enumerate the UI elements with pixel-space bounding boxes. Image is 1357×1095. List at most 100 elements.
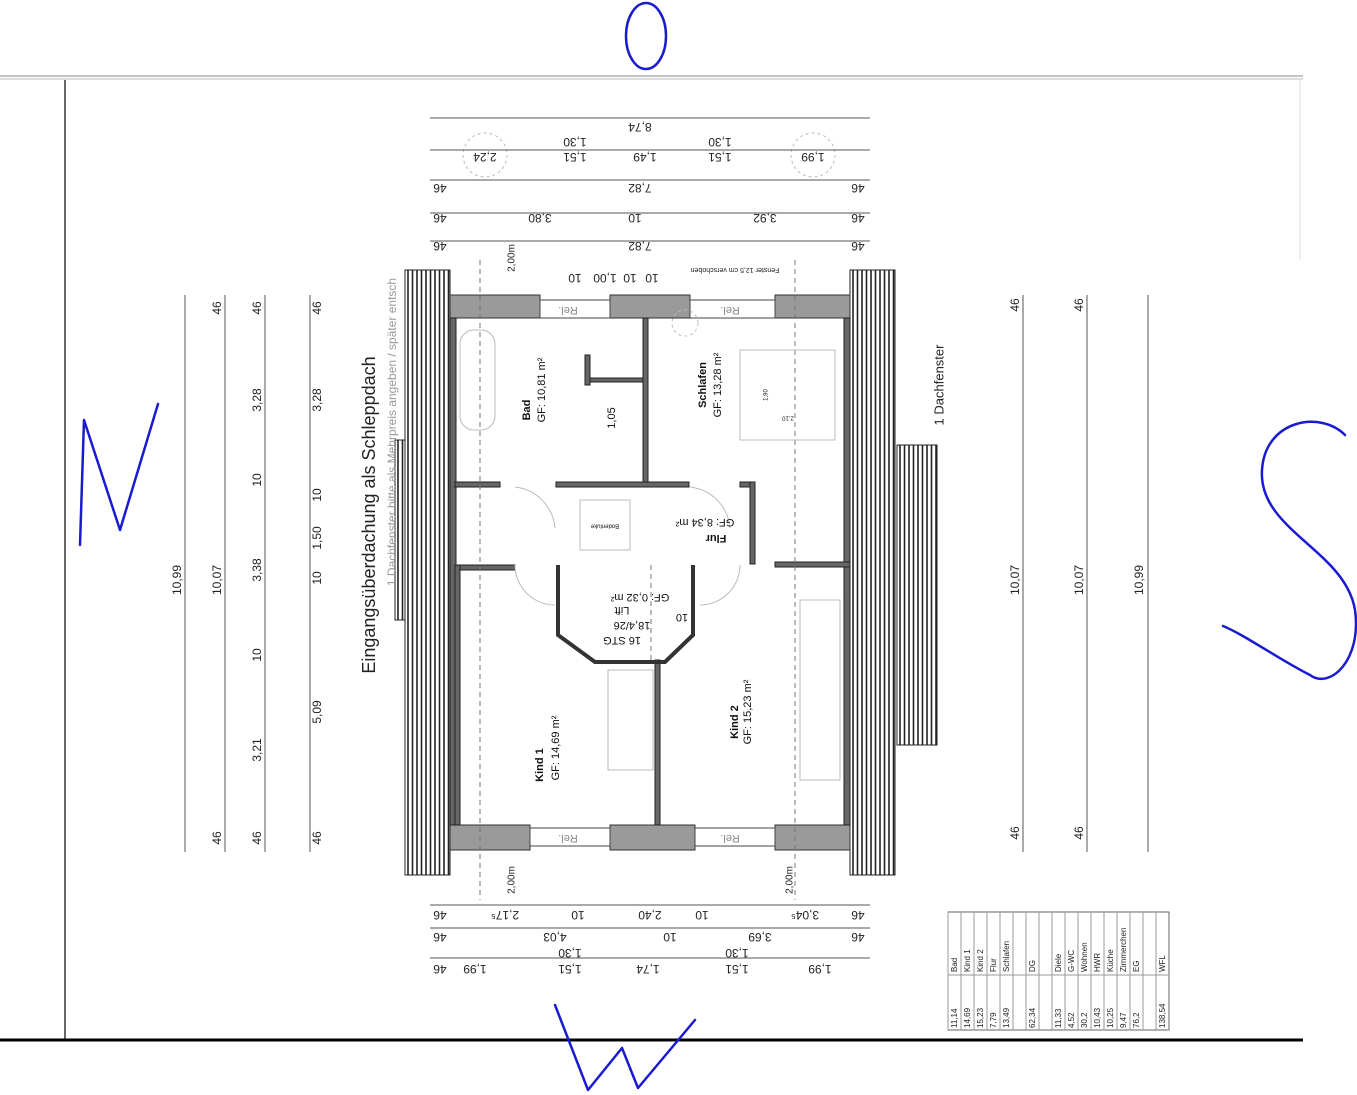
room-name-schlafen: Schlafen bbox=[697, 362, 709, 408]
dimension-label: 46 bbox=[210, 831, 224, 845]
dimension-label: 10,07 bbox=[210, 565, 224, 595]
area-table-row: 62,34 DG bbox=[1028, 960, 1037, 1028]
dimension-label: 7,82 bbox=[628, 181, 652, 195]
area-value: 10,43 bbox=[1093, 1007, 1102, 1028]
dimension-label: 1,30 bbox=[558, 946, 582, 960]
dimension-label: 2,24 bbox=[473, 150, 497, 164]
dimension-label: 3,28 bbox=[310, 388, 324, 412]
compass-n bbox=[78, 402, 160, 547]
room-name-kind2: Kind 2 bbox=[729, 705, 741, 739]
area-label: Kind 2 bbox=[976, 949, 985, 972]
dimension-label: 46 bbox=[433, 211, 447, 225]
area-label: DG bbox=[1028, 960, 1037, 972]
area-value: 62,34 bbox=[1028, 1007, 1037, 1028]
area-value: 11,14 bbox=[950, 1008, 959, 1028]
area-label: HWR bbox=[1093, 953, 1102, 972]
area-table-row: 76,2 EG bbox=[1132, 960, 1141, 1028]
lift-area: GF: 0,32 m² bbox=[610, 591, 669, 603]
area-table-row: 13,49 Schlafen bbox=[1002, 941, 1011, 1028]
area-label: Küche bbox=[1106, 949, 1115, 972]
area-value: 30,2 bbox=[1080, 1012, 1089, 1028]
area-value: 11,33 bbox=[1054, 1008, 1063, 1028]
compass-o bbox=[624, 1, 668, 71]
area-value: 10,25 bbox=[1106, 1007, 1115, 1028]
compass-s bbox=[1221, 420, 1357, 681]
area-table-row: 11,14 Bad bbox=[950, 958, 959, 1028]
dimension-label: 46 bbox=[1008, 298, 1022, 312]
area-value: 7,79 bbox=[989, 1012, 998, 1028]
dimension-label: 5,09 bbox=[310, 700, 324, 724]
dimension-label: 46 bbox=[433, 908, 447, 922]
bed-width: 1,90 bbox=[764, 389, 770, 401]
building-walls bbox=[449, 132, 851, 900]
dimension-label: 1,51 bbox=[558, 962, 582, 976]
dimension-label: 1,51 bbox=[563, 150, 587, 164]
dimension-label: 10 bbox=[310, 488, 324, 502]
room-area-kind1: GF: 14,69 m² bbox=[550, 715, 562, 780]
dimension-label: 1,30 bbox=[563, 135, 587, 149]
area-value: 138,54 bbox=[1158, 1003, 1167, 1028]
dimension-label: 46 bbox=[433, 930, 447, 944]
dimension-label: 4,03 bbox=[543, 930, 567, 944]
dimension-label: 1,99 bbox=[801, 150, 825, 164]
window-label: Rel. bbox=[720, 304, 740, 316]
dimension-label: 46 bbox=[310, 831, 324, 845]
handwritten-compass bbox=[78, 1, 1357, 1092]
dimension-label: 2,40 bbox=[638, 908, 662, 922]
dimension-label: 46 bbox=[310, 301, 324, 315]
roof-hatching bbox=[394, 269, 938, 876]
area-label: Diele bbox=[1054, 953, 1063, 972]
window-label: Rel. bbox=[558, 832, 578, 844]
dimension-label: 46 bbox=[433, 239, 447, 253]
dimension-label: 46 bbox=[1072, 826, 1086, 840]
dimension-label: 3,92 bbox=[753, 211, 777, 225]
stairs-steps: 16 STG bbox=[603, 634, 641, 646]
dimension-label: 46 bbox=[433, 962, 447, 976]
area-value: 76,2 bbox=[1132, 1012, 1141, 1028]
area-table-row: 10,43 HWR bbox=[1093, 953, 1102, 1028]
dimension-label: 3,04⁵ bbox=[791, 908, 819, 922]
dimension-label: 8,74 bbox=[628, 120, 652, 134]
area-label: Zimmerchen bbox=[1119, 928, 1128, 972]
dimension-label: 46 bbox=[851, 239, 865, 253]
roof-left bbox=[404, 269, 451, 876]
dimension-label: 1,99 bbox=[808, 962, 832, 976]
area-value: 13,49 bbox=[1002, 1007, 1011, 1028]
area-value: 4,52 bbox=[1067, 1012, 1076, 1028]
area-label: Wohnen bbox=[1080, 942, 1089, 972]
area-label: Bad bbox=[950, 958, 959, 972]
dimension-label: 1,51 bbox=[725, 962, 749, 976]
dimension-label: 10 bbox=[250, 648, 264, 662]
dachfenster-note: 1 Dachfenster bitte als Mehrpreis angebe… bbox=[385, 278, 399, 586]
area-label: EG bbox=[1132, 960, 1141, 972]
bodenluke-label: Bodenluke bbox=[590, 522, 619, 528]
window-label: Rel. bbox=[720, 832, 740, 844]
stairs-offset: 10 bbox=[676, 611, 688, 623]
dimension-label: 7,82 bbox=[628, 239, 652, 253]
page-frame bbox=[0, 75, 1303, 1042]
area-label: Schlafen bbox=[1002, 941, 1011, 972]
room-area-schlafen: GF: 13,28 m² bbox=[712, 352, 724, 417]
dimension-label: 46 bbox=[851, 930, 865, 944]
dimension-label: 10 bbox=[645, 271, 659, 285]
porch-roof bbox=[394, 439, 406, 621]
dimension-label: 10 bbox=[695, 908, 709, 922]
area-label: G-WC bbox=[1067, 950, 1076, 972]
room-area-kind2: GF: 15,23 m² bbox=[742, 679, 754, 744]
dimension-label: 46 bbox=[851, 211, 865, 225]
stairs-ratio: 18,4/26 bbox=[614, 619, 651, 631]
dimension-label: 1,51 bbox=[708, 150, 732, 164]
bed-length: 2,10 bbox=[782, 414, 794, 420]
height-mark: 2,00m bbox=[785, 866, 796, 894]
dimension-label: 3,69 bbox=[748, 930, 772, 944]
dimension-label: 46 bbox=[250, 301, 264, 315]
area-table-row: 30,2 Wohnen bbox=[1080, 942, 1089, 1028]
dimension-label: 1,00 bbox=[593, 271, 617, 285]
area-label: Kind 1 bbox=[963, 949, 972, 972]
window-shift-note: Fenster 12,5 cm verschoben bbox=[691, 266, 780, 273]
